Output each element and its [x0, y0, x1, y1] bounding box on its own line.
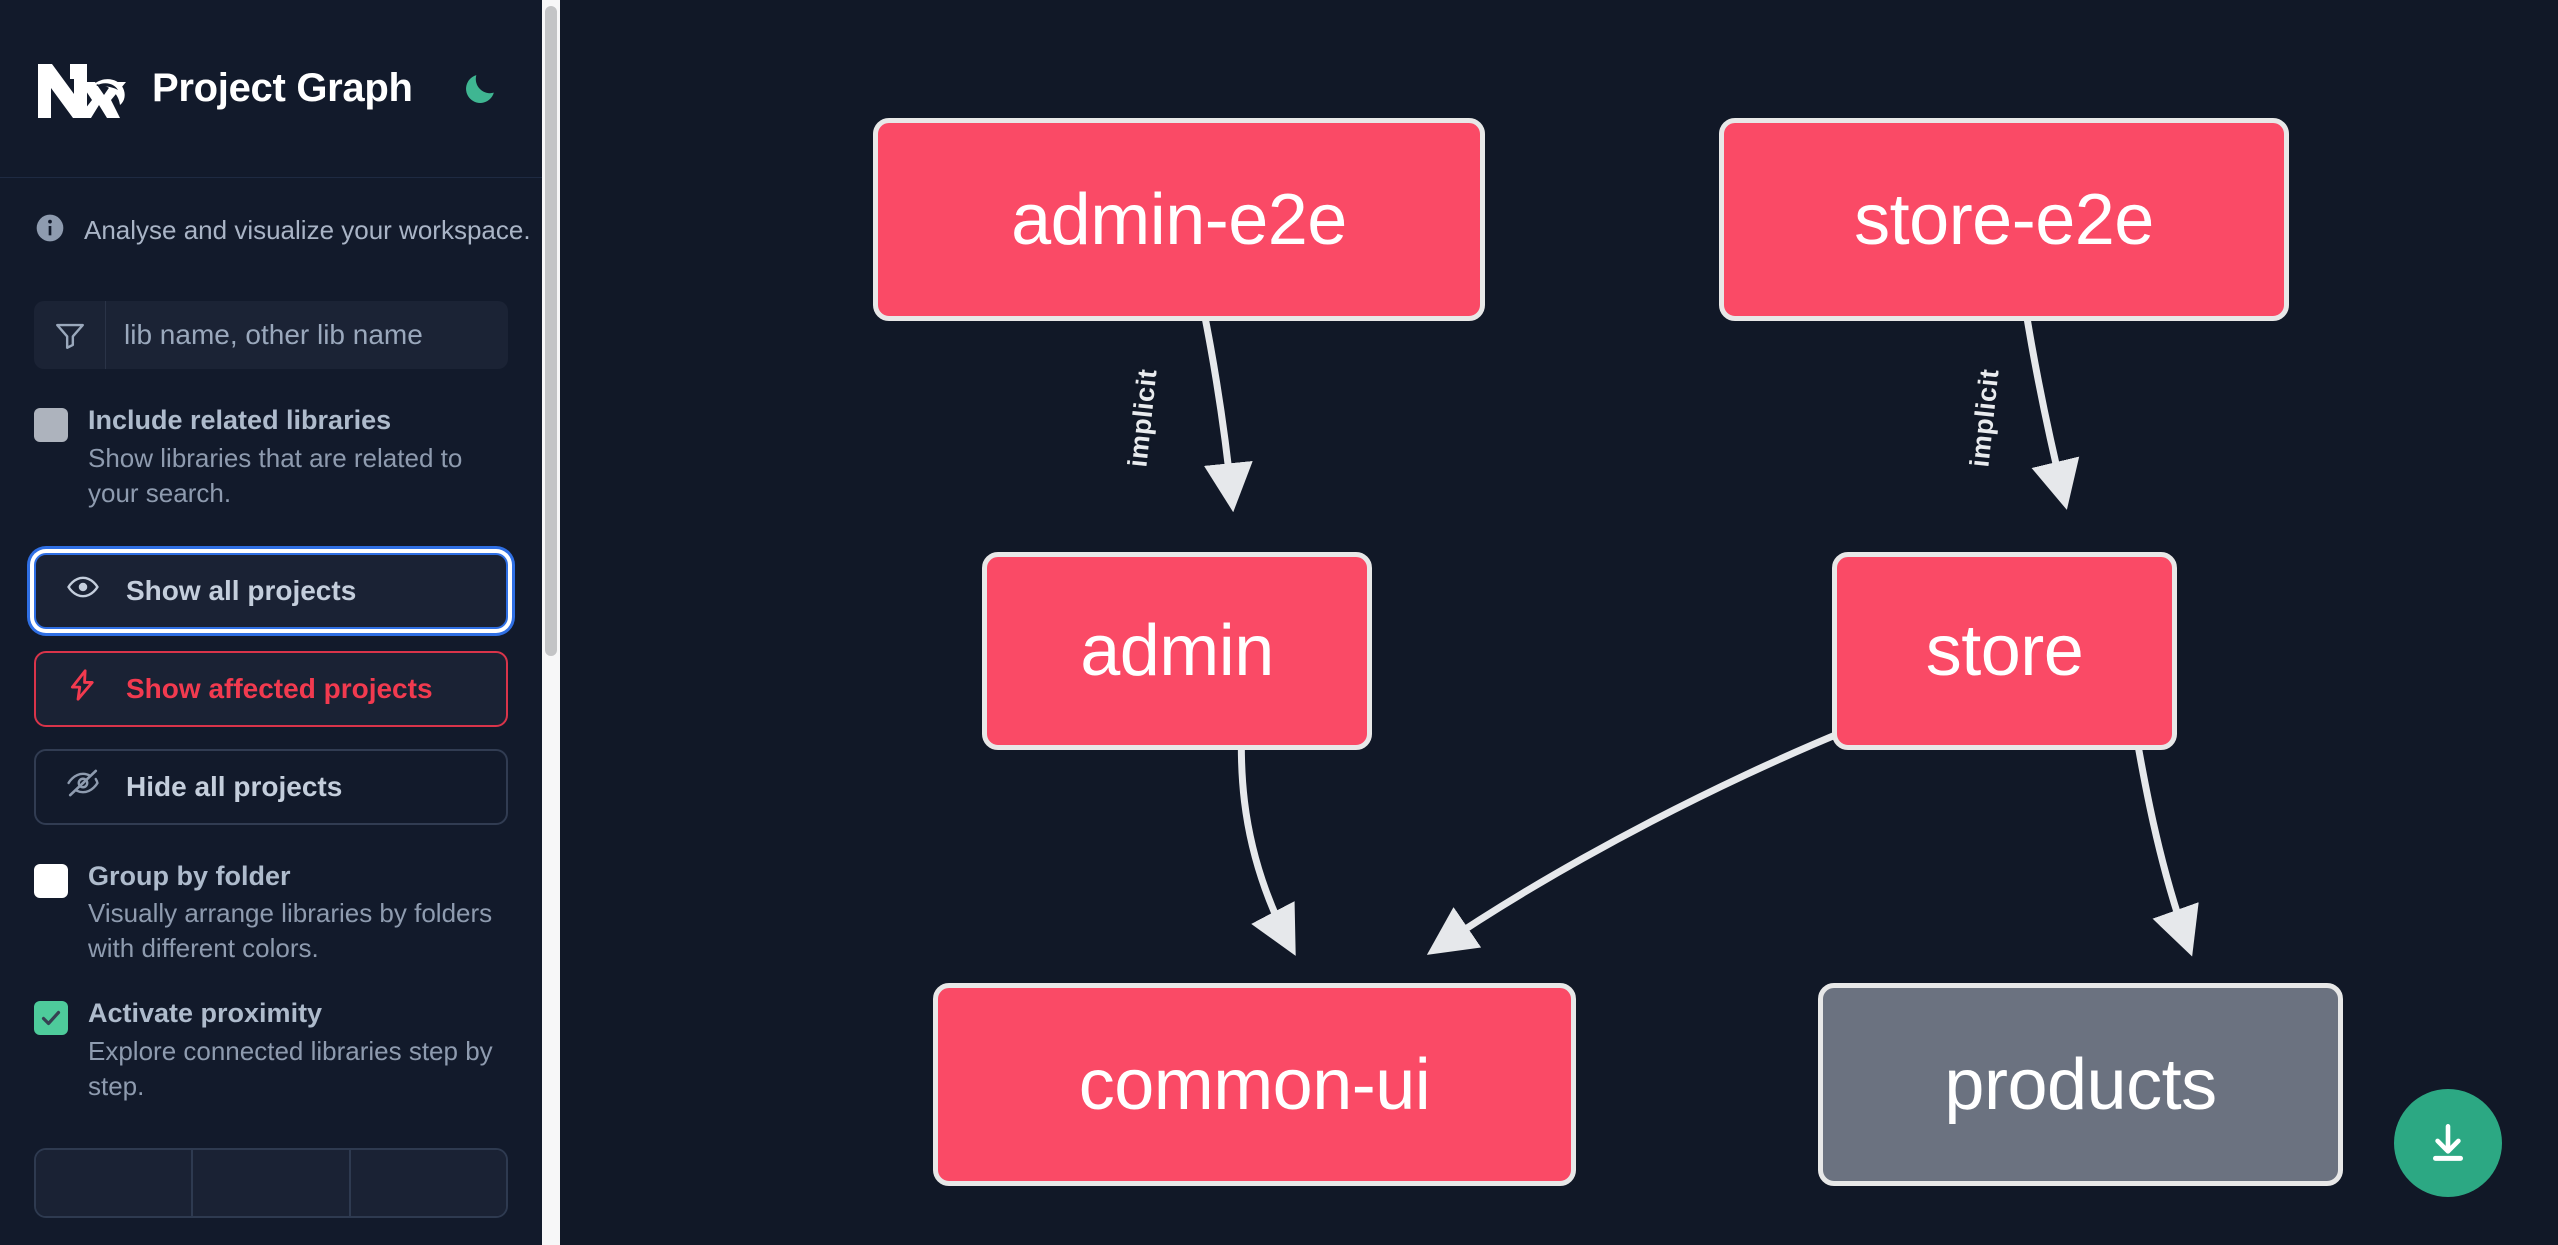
graph-node-common-ui[interactable]: common-ui [933, 983, 1576, 1186]
graph-node-store[interactable]: store [1832, 552, 2177, 750]
show-all-projects-button[interactable]: Show all projects [34, 552, 508, 629]
node-label: store [1925, 611, 2084, 691]
show-affected-projects-button[interactable]: Show affected projects [34, 650, 508, 727]
node-label: store-e2e [1854, 179, 2154, 260]
option-description: Explore connected libraries step by step… [88, 1036, 493, 1102]
search-box[interactable] [34, 301, 508, 369]
hide-all-projects-label: Hide all projects [126, 770, 343, 802]
info-icon [34, 212, 66, 249]
option-include-related-libraries[interactable]: Include related libraries Show libraries… [0, 369, 542, 511]
graph-node-admin[interactable]: admin [982, 552, 1372, 750]
segment-1[interactable] [36, 1150, 194, 1217]
option-title: Activate proximity [88, 998, 323, 1029]
moon-icon[interactable] [457, 66, 503, 112]
segment-3[interactable] [350, 1150, 506, 1217]
node-label: common-ui [1078, 1044, 1431, 1125]
option-title: Include related libraries [88, 405, 392, 435]
eye-icon [66, 570, 100, 611]
eye-off-icon [66, 766, 100, 807]
option-texts: Group by folder Visually arrange librari… [88, 859, 508, 967]
lightning-icon [66, 668, 100, 709]
filter-icon [34, 301, 106, 369]
option-activate-proximity[interactable]: Activate proximity Explore connected lib… [0, 966, 542, 1104]
tagline-text: Analyse and visualize your workspace. [84, 215, 531, 245]
page-title: Project Graph [152, 66, 413, 110]
node-label: products [1944, 1044, 2217, 1125]
show-affected-projects-label: Show affected projects [126, 672, 433, 704]
option-title: Group by folder [88, 860, 291, 891]
option-texts: Include related libraries Show libraries… [88, 403, 508, 511]
node-label: admin-e2e [1011, 179, 1347, 260]
group-by-folder-checkbox[interactable] [34, 863, 68, 898]
option-texts: Activate proximity Explore connected lib… [88, 996, 508, 1104]
graph-node-admin-e2e[interactable]: admin-e2e [873, 118, 1485, 321]
graph-node-store-e2e[interactable]: store-e2e [1719, 118, 2289, 321]
download-icon [2433, 1124, 2463, 1161]
segmented-control[interactable] [34, 1148, 508, 1219]
search-input[interactable] [106, 301, 508, 369]
option-description: Show libraries that are related to your … [88, 442, 463, 508]
segment-2[interactable] [193, 1150, 351, 1217]
include-related-libraries-checkbox[interactable] [34, 408, 68, 442]
option-description: Visually arrange libraries by folders wi… [88, 898, 493, 964]
projects-button-group: Show all projects Show affected projects [0, 511, 542, 825]
node-label: admin [1080, 611, 1274, 691]
sidebar-content: Project Graph Analyse and visualize your… [0, 0, 542, 1245]
download-button[interactable] [2394, 1089, 2502, 1197]
graph-canvas[interactable]: admin-e2e store-e2e admin store common-u… [560, 0, 2558, 1245]
option-group-by-folder[interactable]: Group by folder Visually arrange librari… [0, 825, 542, 967]
activate-proximity-checkbox[interactable] [34, 1001, 68, 1036]
graph-node-products[interactable]: products [1818, 983, 2343, 1186]
sidebar-scrollbar-thumb[interactable] [545, 6, 557, 656]
sidebar-header: Project Graph [0, 0, 542, 178]
show-all-projects-label: Show all projects [126, 574, 357, 606]
hide-all-projects-button[interactable]: Hide all projects [34, 748, 508, 825]
nx-logo [34, 56, 126, 122]
sidebar-scrollbar-track[interactable] [542, 0, 560, 1245]
sidebar: Project Graph Analyse and visualize your… [0, 0, 560, 1245]
tagline: Analyse and visualize your workspace. [0, 178, 542, 249]
